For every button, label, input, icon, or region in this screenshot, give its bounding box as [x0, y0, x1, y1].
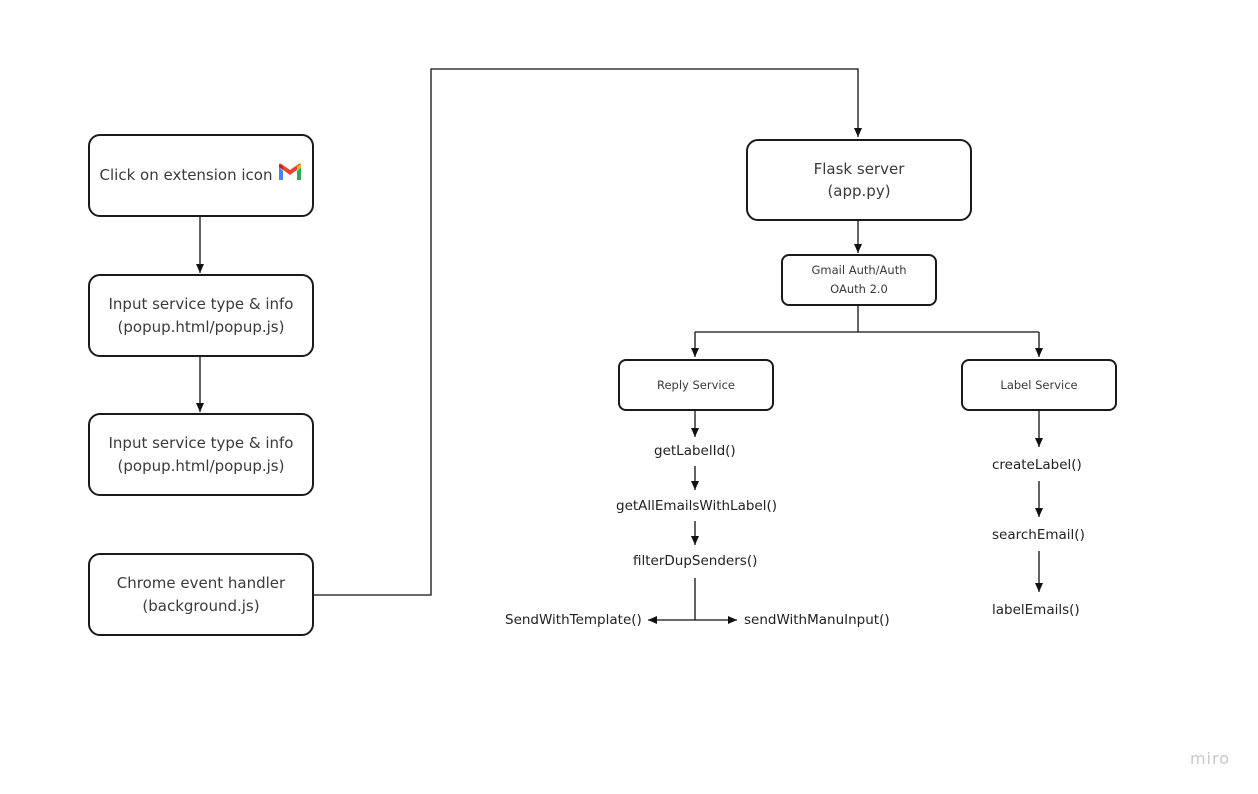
- gmail-auth-box: Gmail Auth/Auth OAuth 2.0: [781, 254, 937, 306]
- reply-service-title: Reply Service: [656, 377, 735, 392]
- miro-watermark: miro: [1189, 749, 1230, 768]
- chrome-event-handler-box: Chrome event handler (background.js): [88, 553, 314, 636]
- flask-server-title: Flask server: [813, 159, 905, 178]
- step-search-email: searchEmail(): [992, 527, 1085, 543]
- label-service-box: Label Service: [961, 359, 1117, 411]
- step-label-emails: labelEmails(): [992, 602, 1080, 618]
- click-extension-label: Click on extension icon: [99, 166, 273, 185]
- step-get-all-emails: getAllEmailsWithLabel(): [616, 498, 777, 514]
- chrome-event-handler-title: Chrome event handler: [116, 574, 286, 592]
- gmail-icon: [278, 163, 302, 188]
- input-service-files-1: (popup.html/popup.js): [117, 317, 285, 336]
- input-service-box-2: Input service type & info (popup.html/po…: [88, 413, 314, 496]
- label-service-title: Label Service: [1000, 377, 1078, 392]
- reply-service-box: Reply Service: [618, 359, 774, 411]
- input-service-box-1: Input service type & info (popup.html/po…: [88, 274, 314, 357]
- step-send-with-template: SendWithTemplate(): [505, 612, 642, 628]
- input-service-title-2: Input service type & info: [108, 434, 294, 452]
- step-filter-dup-senders: filterDupSenders(): [633, 553, 758, 569]
- gmail-auth-protocol: OAuth 2.0: [830, 282, 888, 296]
- input-service-title-1: Input service type & info: [108, 295, 294, 313]
- step-create-label: createLabel(): [992, 457, 1082, 473]
- arrow-chrome-to-flask: [314, 68, 862, 596]
- step-get-label-id: getLabelId(): [654, 443, 736, 459]
- gmail-auth-title: Gmail Auth/Auth: [811, 263, 907, 278]
- chrome-event-handler-file: (background.js): [142, 596, 260, 615]
- step-send-with-manual-input: sendWithManuInput(): [744, 612, 890, 628]
- click-extension-box: Click on extension icon: [88, 134, 314, 217]
- flask-server-box: Flask server (app.py): [746, 139, 972, 221]
- flask-server-file: (app.py): [827, 182, 891, 200]
- input-service-files-2: (popup.html/popup.js): [117, 456, 285, 475]
